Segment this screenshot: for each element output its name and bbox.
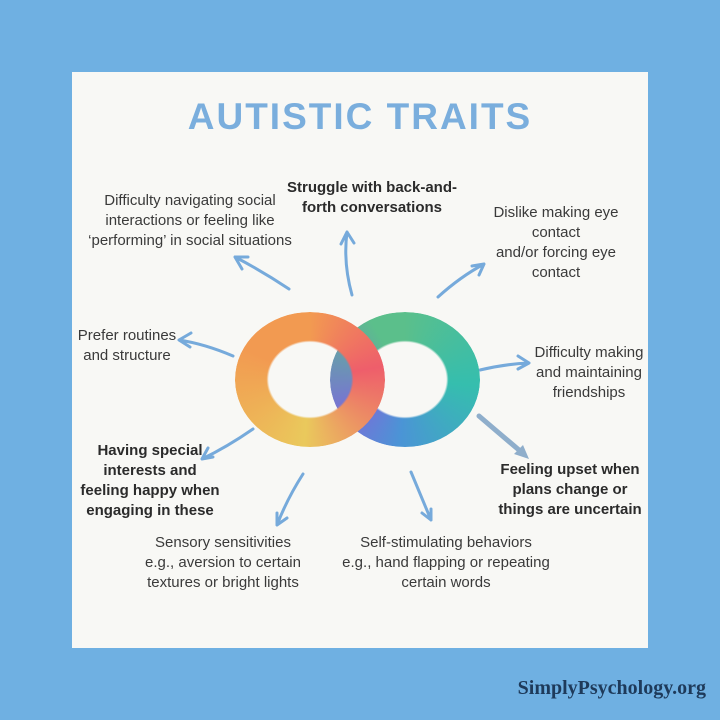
arrow-up-right-icon — [436, 262, 486, 299]
trait-friendships: Difficulty making and maintaining friend… — [534, 344, 644, 401]
arrow-up-left-icon — [233, 255, 291, 291]
watermark: SimplyPsychology.org — [517, 677, 706, 699]
trait-conversations: Struggle with back-and- forth conversati… — [286, 179, 458, 216]
trait-sensory: Sensory sensitivities e.g., aversion to … — [145, 534, 301, 591]
trait-special-interests: Having special interests and feeling hap… — [80, 442, 220, 519]
arrow-down-right-thick-icon — [476, 413, 529, 459]
arrow-right-icon — [478, 354, 531, 372]
trait-social-interactions: Difficulty navigating social interaction… — [88, 192, 292, 249]
rainbow-infinity-symbol — [235, 312, 480, 447]
arrow-down-left-small-icon — [275, 472, 305, 527]
trait-routines: Prefer routines and structure — [77, 327, 177, 364]
arrow-left-icon — [177, 331, 235, 358]
infinity-left-loop — [235, 312, 385, 447]
arrow-down-left-icon — [200, 427, 255, 461]
trait-stimming: Self-stimulating behaviors e.g., hand fl… — [342, 534, 550, 591]
trait-eye-contact: Dislike making eye contact and/or forcin… — [493, 204, 619, 281]
arrow-up-icon — [339, 230, 356, 297]
page-title: AUTISTIC TRAITS — [187, 96, 533, 137]
arrow-down-right-small-icon — [409, 470, 433, 522]
trait-plans-change: Feeling upset when plans change or thing… — [498, 461, 642, 518]
